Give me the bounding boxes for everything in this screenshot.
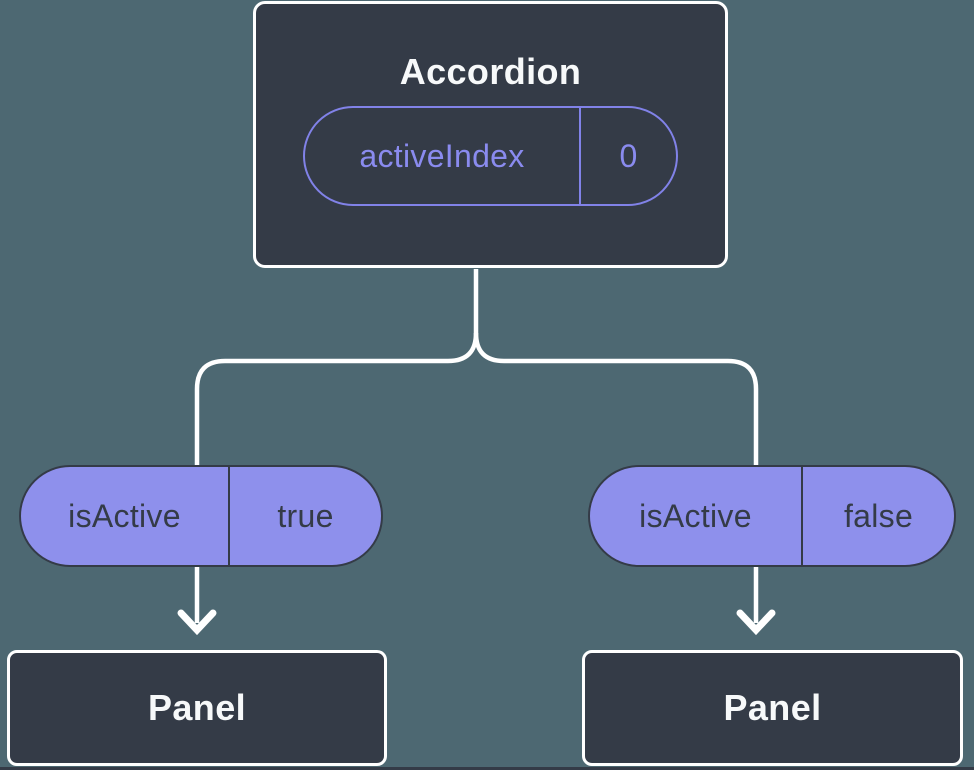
prop-pill-isactive-left: isActive true (19, 465, 383, 567)
prop-value: false (801, 467, 954, 565)
cropped-next-row-edge (0, 767, 974, 770)
panel-component-box-right: Panel (582, 650, 963, 766)
prop-pill-isactive-right: isActive false (588, 465, 956, 567)
prop-name: isActive (639, 497, 752, 534)
prop-value: 0 (579, 108, 676, 204)
arrowhead-right-icon (736, 609, 776, 636)
prop-value: true (228, 467, 381, 565)
component-title: Accordion (399, 51, 582, 92)
prop-name: activeIndex (359, 137, 525, 174)
accordion-component-box: Accordion activeIndex 0 (253, 1, 728, 268)
prop-name: isActive (68, 497, 181, 534)
arrowhead-left-icon (177, 609, 217, 636)
component-title: Panel (147, 687, 247, 728)
prop-pill-activeindex: activeIndex 0 (303, 106, 678, 206)
connector-branch-right (473, 332, 759, 623)
connector-branch-left (194, 332, 479, 623)
panel-component-box-left: Panel (7, 650, 387, 766)
component-title: Panel (723, 687, 822, 728)
